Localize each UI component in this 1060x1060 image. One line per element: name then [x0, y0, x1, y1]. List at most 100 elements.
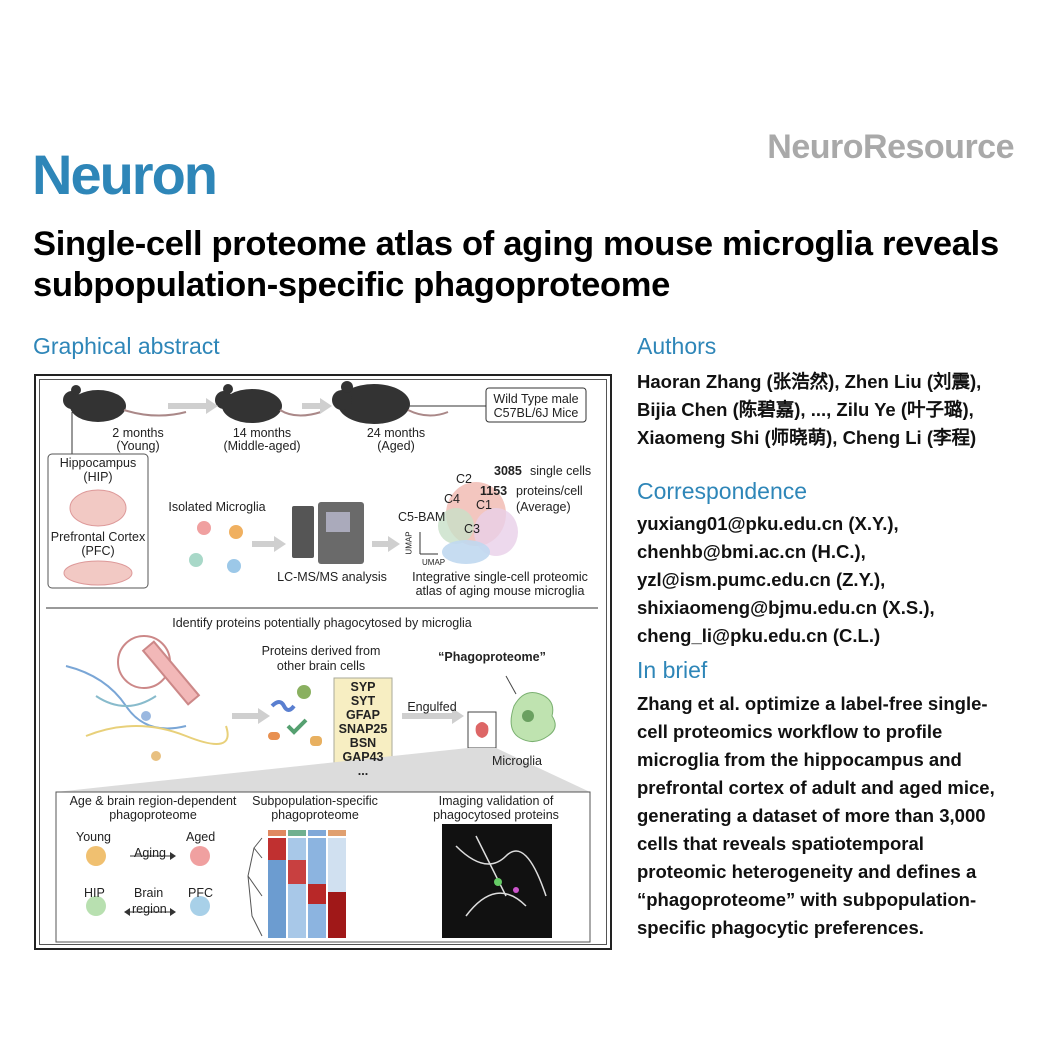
aging-label: Aging — [134, 846, 166, 860]
panel-title: phagoproteome — [271, 808, 359, 822]
young-microglia-icon — [86, 846, 106, 866]
arrow-icon — [206, 398, 218, 414]
panel-title: Subpopulation-specific — [252, 794, 378, 808]
graphical-abstract-art — [46, 381, 598, 943]
author-line: Xiaomeng Shi (师晓萌), Cheng Li (李程) — [637, 427, 977, 448]
graphical-abstract-heading: Graphical abstract — [33, 333, 220, 359]
hip-label: HIP — [84, 886, 105, 900]
proteins-label: proteins/cell — [516, 484, 583, 498]
hip-microglia-icon — [86, 896, 106, 916]
microglia-cells-icon — [189, 521, 243, 573]
young-label: Young — [76, 830, 111, 844]
mouse-middle-icon — [215, 384, 322, 423]
mouse-young-icon — [63, 385, 187, 422]
mouse-aged-icon — [332, 381, 449, 424]
panel-title: phagocytosed proteins — [433, 808, 559, 822]
protein-name: SYT — [350, 694, 376, 708]
mouse-group-label: (Middle-aged) — [223, 439, 301, 453]
email-link[interactable]: yzl@ism.pumc.edu.cn (Z.Y.), — [637, 569, 886, 590]
cluster-label: C4 — [444, 492, 460, 506]
brain-region-box — [47, 453, 149, 589]
pfc-microglia-icon — [190, 896, 210, 916]
protein-name: ... — [357, 764, 369, 778]
brain-icon — [63, 560, 133, 586]
mouse-age-label: 24 months — [366, 426, 426, 440]
article-title: Single-cell proteome atlas of aging mous… — [33, 225, 999, 304]
brain-region-label: Brain — [134, 886, 164, 900]
cells-label: single cells — [530, 464, 592, 478]
microglia-label: Microglia — [491, 754, 542, 768]
protein-name: SNAP25 — [338, 722, 388, 736]
brief-line: prefrontal cortex of adult and aged mice… — [637, 777, 995, 798]
average-label: (Average) — [516, 500, 571, 514]
lcms-label: LC-MS/MS analysis — [277, 570, 387, 584]
aged-label: Aged — [186, 830, 216, 844]
hip-abbr: (HIP) — [83, 470, 113, 484]
mouse-group-label: (Aged) — [377, 439, 415, 453]
email-link[interactable]: shixiaomeng@bjmu.edu.cn (X.S.), — [637, 597, 935, 618]
hip-label: Hippocampus — [59, 456, 137, 470]
strain-label: Wild Type male — [493, 392, 579, 406]
arrow-icon — [274, 536, 286, 552]
umap-plot — [419, 482, 518, 564]
brief-line: “phagoproteome” with subpopulation- — [637, 889, 977, 910]
author-line: Bijia Chen (陈碧嘉), ..., Zilu Ye (叶子璐), — [637, 399, 974, 420]
cluster-label: C3 — [464, 522, 480, 536]
pfc-abbr: (PFC) — [81, 544, 115, 558]
umap-axis-y: UMAP — [404, 531, 414, 555]
mouse-age-label: 14 months — [232, 426, 292, 440]
proteins-count: 1153 — [480, 484, 508, 498]
article-section-label: NeuroResource — [767, 128, 1014, 166]
correspondence-heading: Correspondence — [637, 478, 808, 504]
journal-logo: Neuron — [32, 143, 218, 206]
brief-line: proteomic heterogeneity and defines a — [637, 861, 977, 882]
mouse-group-label: (Young) — [116, 439, 160, 453]
isolated-microglia-label: Isolated Microglia — [168, 500, 266, 514]
protein-name: BSN — [349, 736, 377, 750]
author-list: Haoran Zhang (张浩然), Zhen Liu (刘震), Bijia… — [637, 368, 1037, 452]
strain-label: C57BL/6J Mice — [493, 406, 579, 420]
panel-title: Imaging validation of — [438, 794, 554, 808]
email-link[interactable]: cheng_li@pku.edu.cn (C.L.) — [637, 625, 881, 646]
arrow-icon — [452, 708, 464, 724]
graphical-abstract-frame — [39, 379, 607, 945]
aged-microglia-icon — [190, 846, 210, 866]
microglia-cell-icon — [467, 675, 556, 749]
derived-label: Proteins derived from — [261, 644, 381, 658]
cluster-label: C1 — [476, 498, 492, 512]
atlas-caption: atlas of aging mouse microglia — [415, 584, 585, 598]
pfc-label: Prefrontal Cortex — [50, 530, 146, 544]
panel-title: Age & brain region-dependent — [69, 794, 237, 808]
brief-line: cells that reveals spatiotemporal — [637, 833, 924, 854]
mouse-age-label: 2 months — [112, 426, 164, 440]
correspondence-list: yuxiang01@pku.edu.cn (X.Y.), chenhb@bmi.… — [637, 510, 1037, 650]
derived-label: other brain cells — [276, 659, 366, 673]
brief-line: cell proteomics workflow to profile — [637, 721, 943, 742]
atlas-caption: Integrative single-cell proteomic — [412, 570, 588, 584]
protein-name: SYP — [350, 680, 376, 694]
phagoproteome-label: “Phagoproteome” — [438, 650, 546, 664]
pfc-label: PFC — [188, 886, 213, 900]
umap-axis-x: UMAP — [422, 558, 446, 567]
arrow-icon — [320, 398, 332, 414]
brain-section-icon — [69, 489, 127, 527]
cluster-label: C2 — [456, 472, 472, 486]
section-title: Identify proteins potentially phagocytos… — [172, 616, 472, 630]
arrow-icon — [388, 536, 400, 552]
strain-box — [485, 387, 587, 423]
cells-count: 3085 — [494, 464, 522, 478]
graphical-abstract-figure: 2 months (Young) 14 months (Middle-aged)… — [34, 374, 612, 950]
brief-line: Zhang et al. optimize a label-free singl… — [637, 693, 988, 714]
arrow-icon — [258, 708, 270, 724]
brain-region-label: region — [132, 902, 167, 916]
protein-name: GAP43 — [342, 750, 384, 764]
author-line: Haoran Zhang (张浩然), Zhen Liu (刘震), — [637, 371, 982, 392]
protein-shapes-icon — [268, 685, 322, 746]
engulfed-label: Engulfed — [407, 700, 457, 714]
protein-name: GFAP — [345, 708, 381, 722]
in-brief-text: Zhang et al. optimize a label-free singl… — [637, 690, 1027, 942]
brief-line: specific phagocytic preferences. — [637, 917, 924, 938]
email-link[interactable]: yuxiang01@pku.edu.cn (X.Y.), — [637, 513, 899, 534]
email-link[interactable]: chenhb@bmi.ac.cn (H.C.), — [637, 541, 866, 562]
mass-spectrometer-icon — [292, 502, 364, 564]
